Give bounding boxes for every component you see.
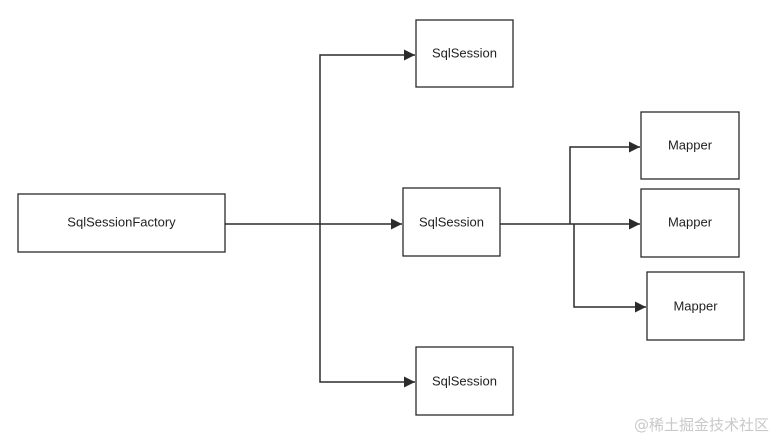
edge-session-to-mapper-3 (573, 224, 646, 313)
node-sqlsession-middle[interactable]: SqlSession (402, 187, 501, 257)
node-mapper-1[interactable]: Mapper (640, 111, 740, 180)
node-label: Mapper (668, 214, 713, 229)
node-box (415, 19, 514, 88)
node-label: SqlSession (419, 214, 484, 229)
node-sqlsessionfactory[interactable]: SqlSessionFactory (17, 193, 226, 253)
node-box (646, 271, 745, 341)
node-label: SqlSessionFactory (67, 214, 176, 229)
factory-edges (225, 49, 415, 388)
node-box (415, 346, 514, 416)
node-label: SqlSession (432, 45, 497, 60)
node-label: SqlSession (432, 373, 497, 388)
node-label: Mapper (673, 298, 718, 313)
edge-factory-to-session-top (319, 49, 415, 224)
node-box (17, 193, 226, 253)
session-edges (500, 141, 646, 313)
node-box (402, 187, 501, 257)
node-sqlsession-bottom[interactable]: SqlSession (415, 346, 514, 416)
edge-factory-to-session-bottom (319, 224, 415, 388)
node-box (640, 111, 740, 180)
node-mapper-2[interactable]: Mapper (640, 188, 740, 258)
edge-session-to-mapper-1 (569, 141, 640, 224)
node-sqlsession-top[interactable]: SqlSession (415, 19, 514, 88)
node-box (640, 188, 740, 258)
node-label: Mapper (668, 137, 713, 152)
node-mapper-3[interactable]: Mapper (646, 271, 745, 341)
watermark: @稀土掘金技术社区 (633, 416, 769, 434)
